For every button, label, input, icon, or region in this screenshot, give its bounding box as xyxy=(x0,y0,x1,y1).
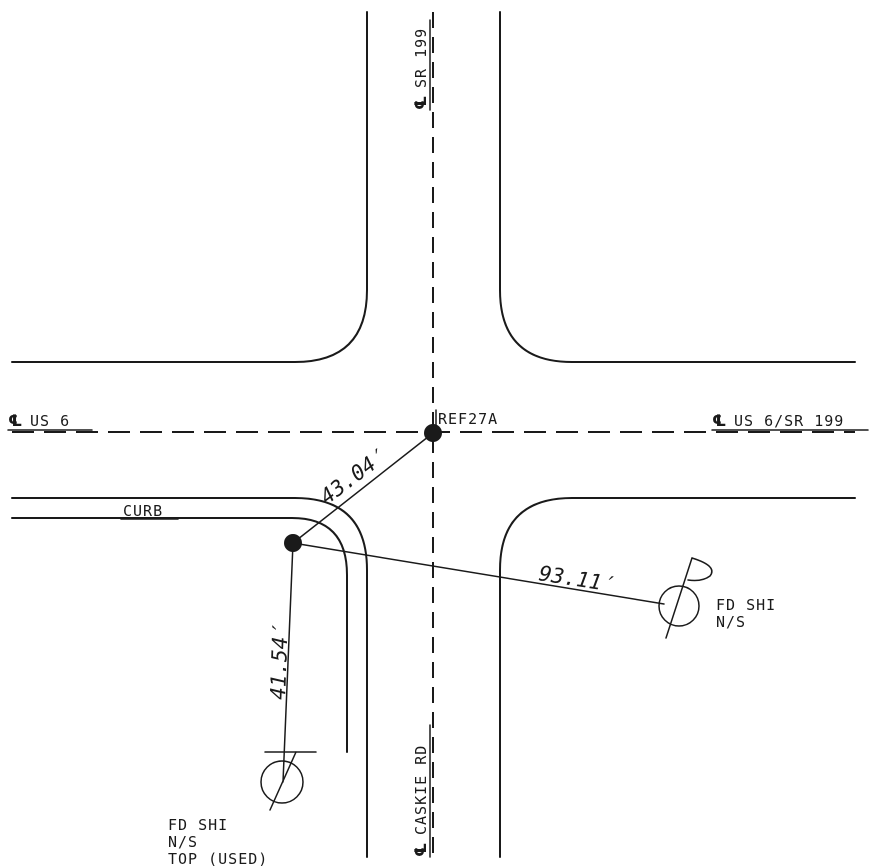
east-monument-line2: N/S xyxy=(716,613,746,631)
centerline-symbol: ℄ xyxy=(8,411,22,430)
south-monument-line2: N/S xyxy=(168,833,198,851)
us6-left-label: ℄ US 6 xyxy=(7,411,93,431)
south-monument-line1: FD SHI xyxy=(168,816,228,834)
us6-sr199-right-label: ℄ US 6/SR 199 xyxy=(711,411,869,431)
sw-curb-line xyxy=(11,517,348,753)
ref27a-point xyxy=(424,424,442,442)
tie-line-curb-to-south-monument xyxy=(282,542,294,783)
south-monument-line3: TOP (USED) xyxy=(168,850,268,867)
road-edges xyxy=(11,11,856,858)
us6-left-text: US 6 xyxy=(30,412,70,430)
us6-sr199-right-text: US 6/SR 199 xyxy=(734,412,844,430)
east-monument-line1: FD SHI xyxy=(716,596,776,614)
curb-text: CURB xyxy=(123,502,163,520)
dimension-41-54: 41.54′ xyxy=(266,624,293,701)
curb-point xyxy=(284,534,302,552)
sr199-top-text: SR 199 xyxy=(412,28,430,88)
tie-line-curb-to-east-monument xyxy=(292,542,665,605)
dimension-93-11: 93.11′ xyxy=(537,561,616,597)
east-monument-label: FD SHI N/S xyxy=(716,596,776,631)
caskie-rd-text: CASKIE RD xyxy=(412,745,430,835)
caskie-rd-label: ℄ CASKIE RD xyxy=(411,724,431,858)
centerline-symbol: ℄ xyxy=(712,411,726,430)
ref27a-label: REF27A xyxy=(438,410,498,428)
nw-road-edge xyxy=(11,11,368,363)
sr199-top-label: ℄ SR 199 xyxy=(411,19,431,111)
tie-line-ref-to-curb xyxy=(292,432,434,544)
south-monument-symbol xyxy=(260,751,317,811)
ne-road-edge xyxy=(499,11,856,363)
east-monument-symbol xyxy=(658,557,713,639)
ne-road-edge-south xyxy=(499,497,856,858)
sw-road-edge-outer xyxy=(11,497,368,858)
south-monument-label: FD SHI N/S TOP (USED) xyxy=(168,816,268,867)
curb-label: CURB xyxy=(120,502,179,520)
tie-lines xyxy=(282,432,665,783)
centerline-symbol: ℄ xyxy=(411,96,430,110)
dimension-43-04: 43.04′ xyxy=(316,444,391,509)
centerline-symbol: ℄ xyxy=(411,843,430,857)
